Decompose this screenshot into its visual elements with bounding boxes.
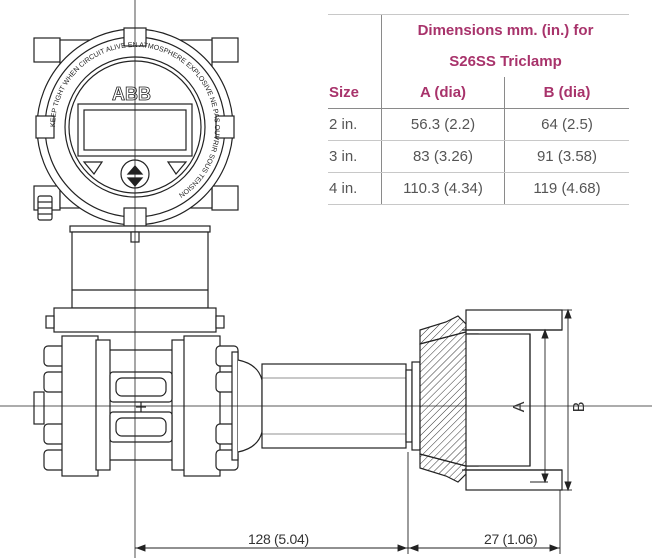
cell-a: 83 (3.26) — [381, 140, 505, 173]
cell-size: 3 in. — [328, 140, 382, 173]
dimension-27-label: 27 (1.06) — [484, 531, 538, 547]
table-row: 4 in. 110.3 (4.34) 119 (4.68) — [328, 172, 629, 205]
cell-b: 91 (3.58) — [504, 140, 629, 173]
dimension-128-label: 128 (5.04) — [248, 531, 309, 547]
dimension-128-line — [135, 452, 409, 554]
dimension-27-line — [408, 490, 561, 554]
brand-logo: ABB — [112, 84, 151, 104]
table-row: 3 in. 83 (3.26) 91 (3.58) — [328, 140, 629, 173]
cell-size: 4 in. — [328, 172, 382, 205]
table-title-line1: Dimensions mm. (in.) for — [381, 14, 629, 46]
cell-b: 64 (2.5) — [504, 108, 629, 141]
table-row: 2 in. 56.3 (2.2) 64 (2.5) — [328, 108, 629, 141]
header-size: Size — [328, 77, 382, 109]
table-subtitle-row: S26SS Triclamp — [328, 46, 629, 77]
triclamp-fitting — [419, 309, 563, 491]
header-a: A (dia) — [381, 77, 505, 109]
dimension-a-label: A — [511, 401, 529, 413]
dimension-b-line — [562, 308, 572, 492]
table-corner-cell — [328, 14, 382, 46]
dimension-b-label: B — [571, 401, 589, 413]
cell-b: 119 (4.68) — [504, 172, 629, 205]
table-title-line2: S26SS Triclamp — [381, 46, 629, 77]
cell-a: 110.3 (4.34) — [381, 172, 505, 205]
dimension-a-line — [530, 328, 549, 484]
cell-size: 2 in. — [328, 108, 382, 141]
dimensions-table: Dimensions mm. (in.) for S26SS Triclamp … — [328, 14, 629, 205]
transmitter-neck — [69, 225, 211, 309]
cell-a: 56.3 (2.2) — [381, 108, 505, 141]
header-b: B (dia) — [504, 77, 629, 109]
table-title-row: Dimensions mm. (in.) for — [328, 14, 629, 46]
table-header-row: Size A (dia) B (dia) — [328, 77, 629, 109]
sensor-body — [33, 307, 239, 477]
table-corner-cell-2 — [328, 46, 382, 77]
